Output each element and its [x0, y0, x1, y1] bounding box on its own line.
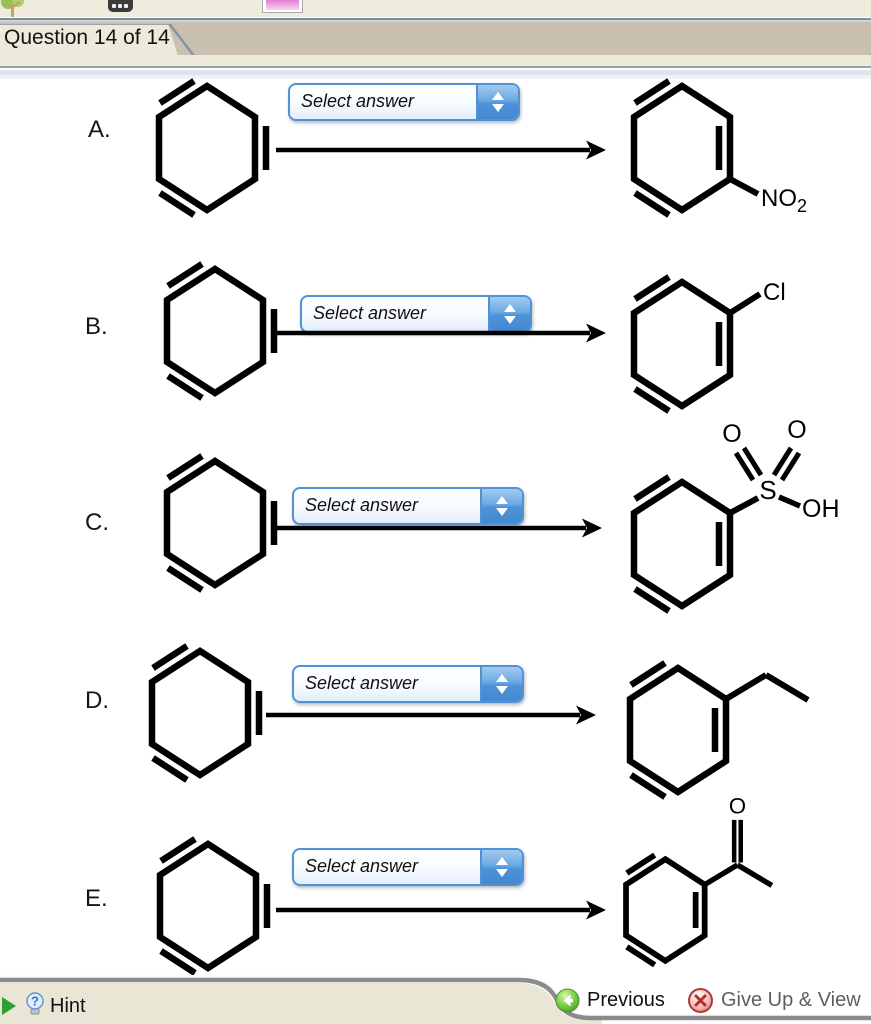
row-label: B.	[85, 313, 108, 340]
previous-button[interactable]: Previous	[555, 988, 665, 1013]
ethylbenzene-structure	[626, 660, 810, 800]
svg-text:?: ?	[31, 994, 39, 1009]
chevron-up-icon	[492, 92, 504, 100]
row-label: C.	[85, 509, 109, 536]
image-thumbnail-icon[interactable]	[262, 0, 303, 13]
chevron-down-icon	[496, 869, 508, 877]
chevron-up-icon	[496, 496, 508, 504]
divider	[0, 18, 871, 20]
dropdown-value: Select answer	[301, 91, 415, 111]
oh-label: OH	[802, 495, 840, 523]
chevron-up-icon	[496, 674, 508, 682]
dropdown-stepper[interactable]	[476, 85, 518, 119]
hint-button[interactable]: Hint	[50, 995, 86, 1017]
benzene-structure	[156, 836, 271, 976]
give-up-button[interactable]: Give Up & View	[688, 988, 871, 1013]
s-label: S	[759, 475, 776, 505]
divider	[0, 70, 871, 75]
reaction-arrow	[272, 518, 602, 538]
reaction-arrow	[266, 705, 596, 725]
give-up-label: Give Up & View	[721, 989, 861, 1011]
dropdown-value: Select answer	[313, 303, 427, 323]
previous-label: Previous	[587, 989, 665, 1011]
dropdown-value: Select answer	[305, 495, 419, 515]
dropdown-stepper[interactable]	[480, 667, 522, 701]
row-label: D.	[85, 687, 109, 714]
benzene-structure	[163, 453, 278, 593]
benzene-structure	[163, 261, 278, 401]
nitrobenzene-structure: NO2	[630, 78, 807, 218]
chevron-down-icon	[496, 686, 508, 694]
chevron-up-icon	[504, 304, 516, 312]
acetophenone-structure: O	[623, 793, 774, 968]
chlorobenzene-structure: Cl	[630, 274, 786, 414]
lightbulb-hint-icon[interactable]: ?	[25, 992, 45, 1021]
tab-question[interactable]	[0, 24, 178, 56]
grid-dots-icon[interactable]	[108, 0, 133, 12]
dropdown-value: Select answer	[305, 673, 419, 693]
benzene-structure	[155, 78, 270, 218]
reaction-arrow	[276, 900, 606, 920]
divider	[0, 68, 871, 70]
chevron-down-icon	[492, 104, 504, 112]
reaction-arrow	[276, 323, 606, 343]
select-answer-dropdown[interactable]: Select answer	[292, 487, 524, 525]
row-label: E.	[85, 885, 108, 912]
benzenesulfonic-acid-structure: S O O OH	[630, 416, 840, 614]
browser-toolbar	[0, 0, 871, 17]
o-left-label: O	[722, 420, 741, 448]
select-answer-dropdown[interactable]: Select answer	[300, 295, 532, 333]
dropdown-stepper[interactable]	[488, 297, 530, 331]
tree-icon	[0, 0, 28, 17]
select-answer-dropdown[interactable]: Select answer	[292, 848, 524, 886]
divider	[0, 66, 871, 68]
red-x-icon	[688, 988, 713, 1013]
panel-top-strip	[0, 55, 871, 66]
benzene-structure	[148, 643, 263, 783]
o-label: O	[729, 793, 746, 818]
select-answer-dropdown[interactable]: Select answer	[288, 83, 520, 121]
expand-arrow-icon[interactable]	[2, 997, 16, 1015]
previous-arrow-icon	[555, 988, 580, 1013]
dropdown-stepper[interactable]	[480, 489, 522, 523]
reaction-arrow	[276, 140, 606, 160]
question-tab-label: Question 14 of 14	[4, 26, 170, 49]
divider	[0, 17, 871, 18]
select-answer-dropdown[interactable]: Select answer	[292, 665, 524, 703]
row-label: A.	[88, 116, 111, 143]
divider	[0, 20, 871, 22]
no2-label: NO2	[761, 185, 807, 216]
chevron-down-icon	[496, 508, 508, 516]
dropdown-stepper[interactable]	[480, 850, 522, 884]
cl-label: Cl	[763, 279, 786, 306]
chevron-up-icon	[496, 857, 508, 865]
chevron-down-icon	[504, 316, 516, 324]
dropdown-value: Select answer	[305, 856, 419, 876]
divider	[0, 75, 871, 79]
o-right-label: O	[787, 416, 806, 444]
